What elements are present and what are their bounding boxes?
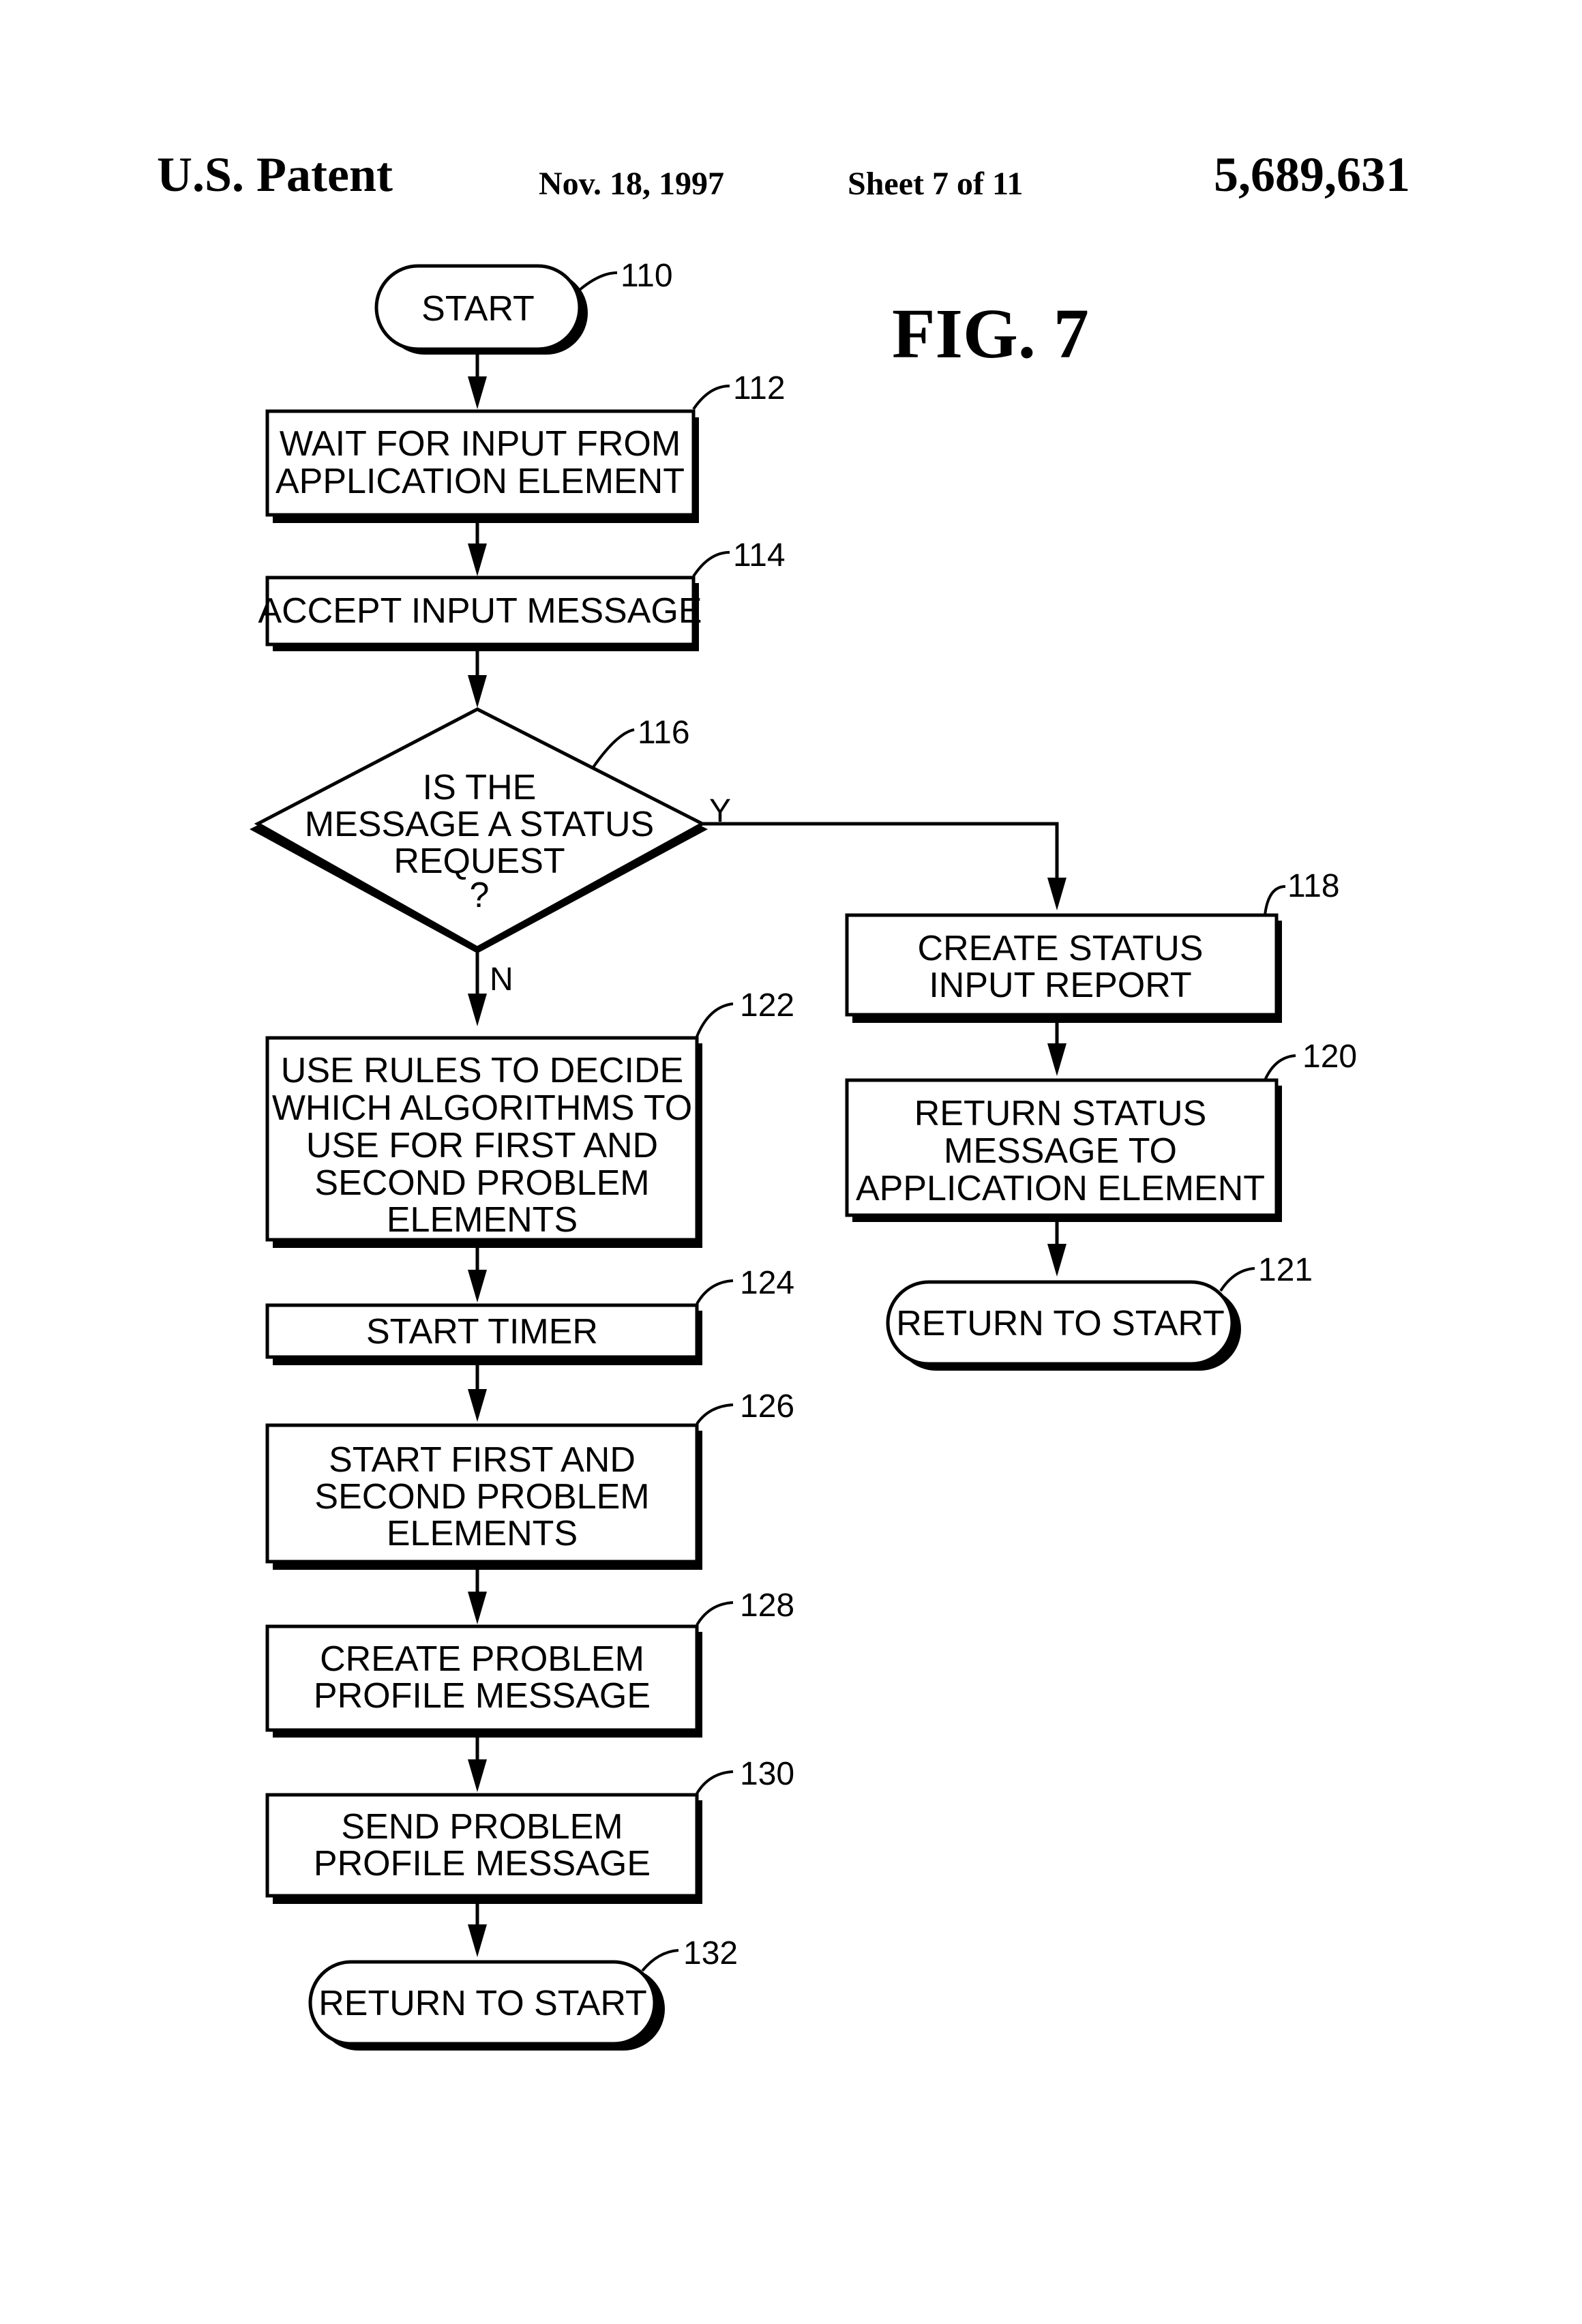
node-128-text-line: CREATE PROBLEM — [320, 1639, 644, 1679]
arrowhead — [468, 994, 487, 1026]
node-130-text-line: SEND PROBLEM — [341, 1807, 623, 1847]
node-121-text: RETURN TO START — [896, 1304, 1225, 1343]
node-120-text-line: RETURN STATUS — [914, 1094, 1207, 1133]
arrowhead — [468, 1924, 487, 1957]
node-120-text-line: MESSAGE TO — [944, 1131, 1177, 1171]
branch-no-label: N — [490, 962, 513, 998]
node-118-create-status: CREATE STATUS INPUT REPORT 118 — [847, 868, 1340, 1023]
node-122-text-line: ELEMENTS — [387, 1200, 578, 1240]
node-112-text-line: WAIT FOR INPUT FROM — [280, 424, 681, 464]
ref-121: 121 — [1258, 1252, 1313, 1288]
arrowhead — [1047, 1043, 1066, 1076]
arrowhead — [468, 1270, 487, 1302]
node-132-text: RETURN TO START — [318, 1984, 647, 2023]
node-122-text-line: WHICH ALGORITHMS TO — [272, 1088, 692, 1128]
node-118-text-line: INPUT REPORT — [929, 966, 1191, 1005]
arrowhead — [468, 1592, 487, 1624]
node-116-decision: IS THE MESSAGE A STATUS REQUEST ? 116 Y … — [250, 709, 731, 998]
ref-126: 126 — [740, 1388, 794, 1425]
node-128-text-line: PROFILE MESSAGE — [314, 1676, 651, 1716]
ref-116: 116 — [638, 715, 690, 751]
node-118-text-line: CREATE STATUS — [918, 929, 1204, 968]
node-112-wait-input: WAIT FOR INPUT FROM APPLICATION ELEMENT … — [267, 370, 786, 523]
ref-132: 132 — [683, 1935, 738, 1971]
node-122-text-line: SECOND PROBLEM — [314, 1163, 649, 1203]
node-132-return-to-start: RETURN TO START 132 — [310, 1935, 738, 2051]
arrowhead — [468, 543, 487, 576]
node-122-text-line: USE FOR FIRST AND — [306, 1126, 658, 1165]
ref-122: 122 — [740, 987, 794, 1024]
ref-112: 112 — [733, 370, 786, 406]
node-126-text-line: SECOND PROBLEM — [314, 1477, 649, 1517]
node-124-start-timer: START TIMER 124 — [267, 1265, 794, 1365]
branch-yes-label: Y — [709, 793, 731, 829]
node-110-text: START — [421, 289, 535, 329]
arrowhead — [468, 675, 487, 708]
ref-130: 130 — [740, 1756, 794, 1792]
ref-118: 118 — [1287, 868, 1340, 904]
node-130-send-profile: SEND PROBLEM PROFILE MESSAGE 130 — [267, 1756, 794, 1904]
arrowhead — [1047, 1244, 1066, 1277]
arrowhead — [1047, 878, 1066, 910]
node-126-start-problem-elements: START FIRST AND SECOND PROBLEM ELEMENTS … — [267, 1388, 794, 1570]
ref-128: 128 — [740, 1588, 794, 1624]
node-122-use-rules: USE RULES TO DECIDE WHICH ALGORITHMS TO … — [267, 987, 794, 1248]
arrowhead — [468, 1759, 487, 1792]
ref-120: 120 — [1302, 1039, 1357, 1075]
node-120-text-line: APPLICATION ELEMENT — [856, 1169, 1265, 1208]
node-124-text: START TIMER — [366, 1312, 598, 1352]
node-126-text-line: START FIRST AND — [329, 1440, 636, 1480]
node-116-text-line: ? — [470, 876, 490, 915]
ref-110: 110 — [621, 258, 673, 294]
node-121-return-to-start: RETURN TO START 121 — [888, 1252, 1313, 1371]
node-112-text-line: APPLICATION ELEMENT — [275, 462, 685, 501]
node-120-return-status: RETURN STATUS MESSAGE TO APPLICATION ELE… — [847, 1039, 1357, 1222]
node-128-create-profile: CREATE PROBLEM PROFILE MESSAGE 128 — [267, 1588, 794, 1738]
node-114-accept-input: ACCEPT INPUT MESSAGE 114 — [258, 537, 785, 651]
node-116-text-line: IS THE — [423, 768, 537, 807]
arrowhead — [468, 1389, 487, 1422]
arrowhead — [468, 376, 487, 409]
node-116-text-line: MESSAGE A STATUS — [305, 805, 654, 844]
node-122-text-line: USE RULES TO DECIDE — [281, 1051, 683, 1090]
node-110-start: START 110 — [376, 258, 673, 355]
edge-116-118-yes — [702, 824, 1057, 897]
ref-124: 124 — [740, 1265, 794, 1301]
node-114-text: ACCEPT INPUT MESSAGE — [258, 591, 702, 631]
node-130-text-line: PROFILE MESSAGE — [314, 1844, 651, 1883]
ref-114: 114 — [733, 537, 786, 573]
node-126-text-line: ELEMENTS — [387, 1514, 578, 1553]
